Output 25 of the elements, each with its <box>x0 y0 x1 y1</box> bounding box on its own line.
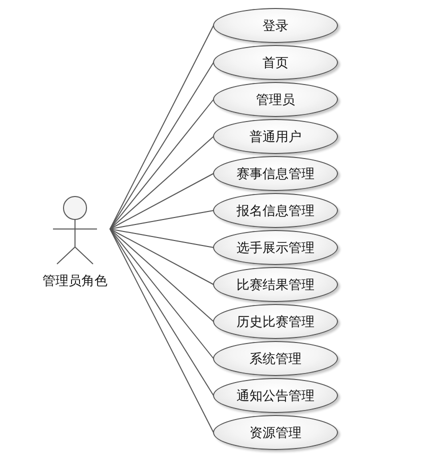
use-case-ellipse: 管理员 <box>213 82 338 117</box>
association-line <box>110 173 214 230</box>
association-line <box>110 228 214 248</box>
use-case-ellipse: 选手展示管理 <box>213 230 338 265</box>
association-line <box>110 136 214 230</box>
use-case-ellipse: 首页 <box>213 45 338 80</box>
use-case-ellipse: 登录 <box>213 8 338 43</box>
use-case-ellipse: 系统管理 <box>213 341 338 376</box>
use-case-ellipse: 赛事信息管理 <box>213 156 338 191</box>
association-line <box>110 228 214 359</box>
use-case-ellipse: 比赛结果管理 <box>213 267 338 302</box>
association-line <box>110 25 214 230</box>
association-line <box>110 228 214 396</box>
association-line <box>110 99 214 230</box>
association-line <box>110 228 214 285</box>
use-case-ellipse: 报名信息管理 <box>213 193 338 228</box>
association-line <box>110 228 214 433</box>
use-case-ellipse: 普通用户 <box>213 119 338 154</box>
actor-label: 管理员角色 <box>42 273 108 290</box>
association-line <box>110 228 214 322</box>
association-line <box>110 62 214 230</box>
use-case-ellipse: 资源管理 <box>213 415 338 450</box>
use-case-ellipse: 历史比赛管理 <box>213 304 338 339</box>
association-line <box>110 210 214 230</box>
use-case-ellipse: 通知公告管理 <box>213 378 338 413</box>
